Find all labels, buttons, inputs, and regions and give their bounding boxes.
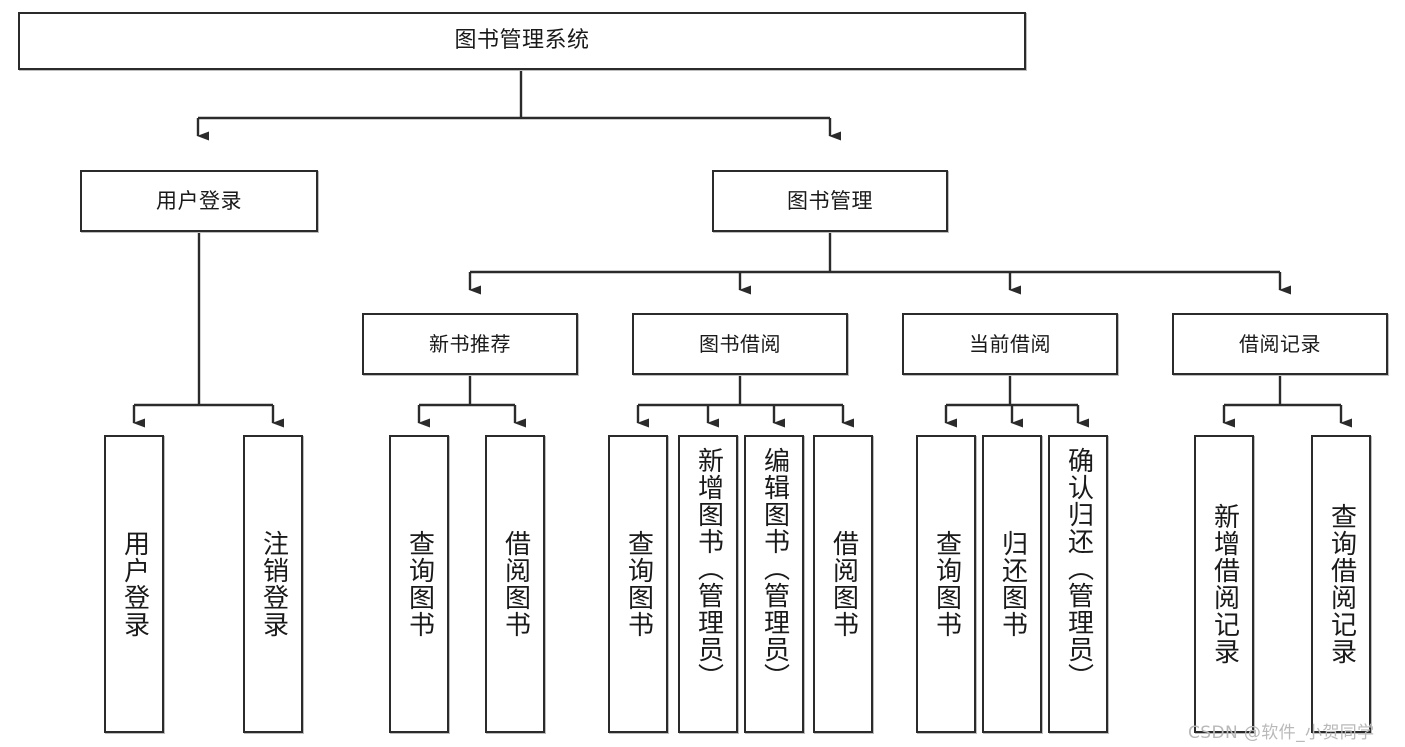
node-current-borrow[interactable]: 当前借阅 [902, 313, 1118, 375]
node-label: 查询借阅记录 [1326, 503, 1357, 665]
node-label: 编辑图书（管理员） [759, 447, 790, 690]
csdn-watermark: CSDN @软件_小贺同学 [1188, 723, 1375, 743]
leaf-add-borrow-record[interactable]: 新增借阅记录 [1194, 435, 1254, 733]
node-label: 新书推荐 [429, 331, 511, 356]
leaf-confirm-return-admin[interactable]: 确认归还（管理员） [1048, 435, 1108, 733]
node-new-book-recommend[interactable]: 新书推荐 [362, 313, 578, 375]
leaf-user-login[interactable]: 用户登录 [104, 435, 164, 733]
node-label: 新增图书（管理员） [693, 447, 724, 690]
node-user-login[interactable]: 用户登录 [80, 170, 318, 232]
node-label: 图书借阅 [699, 331, 781, 356]
node-book-borrow[interactable]: 图书借阅 [632, 313, 848, 375]
leaf-logout-login[interactable]: 注销登录 [243, 435, 303, 733]
node-label: 注销登录 [258, 530, 289, 638]
leaf-query-book-borrow[interactable]: 查询图书 [608, 435, 668, 733]
node-label: 借阅图书 [500, 530, 531, 638]
leaf-add-book-admin[interactable]: 新增图书（管理员） [678, 435, 738, 733]
node-label: 新增借阅记录 [1209, 503, 1240, 665]
node-label: 查询图书 [623, 530, 654, 638]
node-label: 图书管理系统 [454, 28, 590, 54]
leaf-edit-book-admin[interactable]: 编辑图书（管理员） [744, 435, 804, 733]
node-borrow-record[interactable]: 借阅记录 [1172, 313, 1388, 375]
node-label: 当前借阅 [969, 331, 1051, 356]
node-label: 用户登录 [156, 188, 242, 213]
node-label: 图书管理 [787, 188, 873, 213]
node-label: 查询图书 [931, 530, 962, 638]
node-book-management[interactable]: 图书管理 [712, 170, 948, 232]
node-label: 用户登录 [119, 530, 150, 638]
node-label: 查询图书 [404, 530, 435, 638]
leaf-query-borrow-record[interactable]: 查询借阅记录 [1311, 435, 1371, 733]
leaf-borrow-book-newbook[interactable]: 借阅图书 [485, 435, 545, 733]
node-label: 确认归还（管理员） [1063, 447, 1094, 690]
leaf-query-book-current[interactable]: 查询图书 [916, 435, 976, 733]
leaf-query-book-newbook[interactable]: 查询图书 [389, 435, 449, 733]
node-label: 借阅图书 [828, 530, 859, 638]
node-root-book-management-system[interactable]: 图书管理系统 [18, 12, 1026, 70]
node-label: 归还图书 [997, 530, 1028, 638]
leaf-return-book[interactable]: 归还图书 [982, 435, 1042, 733]
node-label: 借阅记录 [1239, 331, 1321, 356]
leaf-borrow-book[interactable]: 借阅图书 [813, 435, 873, 733]
